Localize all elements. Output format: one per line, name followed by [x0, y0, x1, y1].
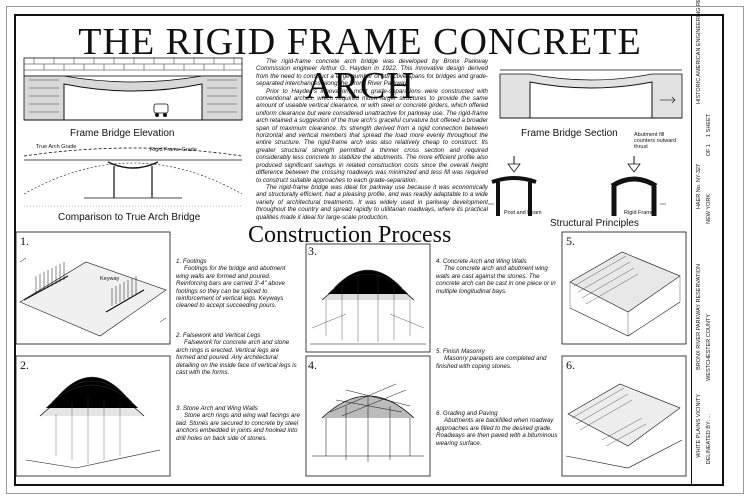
- step-6-drawing: [561, 355, 687, 477]
- step-3-text: 3. Stone Arch and Wing Walls Stone arch …: [176, 405, 300, 442]
- sidebar-location: WHITE PLAINS VICINITY: [696, 394, 702, 458]
- caption-elevation: Frame Bridge Elevation: [70, 128, 175, 139]
- intro-paragraph: Prior to Hayden's innovation, most grade…: [256, 87, 488, 184]
- step-4-text: 4. Concrete Arch and Wing Walls The conc…: [436, 258, 558, 295]
- sidebar-sheet-label: SHEET: [706, 114, 712, 133]
- sidebar-county: WESTCHESTER COUNTY: [706, 314, 712, 381]
- step-6-heading: 6. Grading and Paving: [436, 410, 498, 417]
- title-block: HISTORIC AMERICAN ENGINEERING RECORD SHE…: [691, 0, 725, 486]
- step-6-number: 6.: [566, 358, 575, 372]
- label-rigid-frame-grade: Rigid Frame Grade: [150, 147, 197, 153]
- step-4-number: 4.: [308, 358, 317, 372]
- principles-drawing: [488, 156, 666, 216]
- comparison-drawing: [23, 147, 243, 207]
- step-3-drawing: [305, 243, 431, 353]
- label-keyway: Keyway: [100, 276, 120, 282]
- step-3-body: Stone arch rings and wing wall facings a…: [176, 412, 300, 442]
- label-rigid-frame: Rigid Frame: [624, 210, 654, 216]
- step-4-body: The concrete arch and abutment wing wall…: [436, 265, 556, 295]
- step-6-body: Abutments are backfilled when roadway ap…: [436, 417, 558, 447]
- step-2-number: 2.: [20, 358, 29, 372]
- drawing-frame: [14, 14, 724, 486]
- page-title: THE RIGID FRAME CONCRETE ARCH: [78, 21, 642, 107]
- step-2-body: Falsework for concrete arch and stone ar…: [176, 339, 297, 377]
- caption-principles: Structural Principles: [550, 218, 639, 229]
- step-5-number: 5.: [566, 234, 575, 248]
- sidebar-credit: DELINEATED BY: ...: [706, 414, 712, 465]
- intro-paragraph: The rigid-frame concrete arch bridge was…: [256, 58, 488, 88]
- section-drawing: [499, 69, 683, 119]
- step-1-text: 1. Footings Footings for the bridge and …: [176, 258, 296, 310]
- step-3-heading: 3. Stone Arch and Wing Walls: [176, 405, 258, 412]
- step-1-heading: 1. Footings: [176, 258, 207, 265]
- step-6-text: 6. Grading and Paving Abutments are back…: [436, 410, 558, 447]
- step-2-drawing: [15, 355, 171, 477]
- step-1-drawing: [15, 231, 171, 345]
- intro-paragraph: The rigid-frame bridge was ideal for par…: [256, 183, 488, 221]
- intro-text: The rigid-frame concrete arch bridge was…: [256, 58, 488, 221]
- step-5-text: 5. Finish Masonry Masonry parapets are c…: [436, 348, 558, 370]
- step-4-drawing: [305, 355, 431, 477]
- sidebar-sheet-number: 1: [706, 134, 712, 138]
- sidebar-sheet-of: OF 1: [706, 144, 712, 157]
- sidebar-office: HISTORIC AMERICAN ENGINEERING RECORD: [696, 0, 702, 104]
- sidebar-hist-number: HAER No. NY-327: [696, 164, 702, 210]
- sidebar-state: NEW YORK: [706, 194, 712, 224]
- step-2-heading: 2. Falsework and Vertical Legs: [176, 332, 261, 339]
- label-post-and-beam: Post and Beam: [504, 210, 542, 216]
- step-5-body: Masonry parapets are completed and finis…: [436, 355, 547, 370]
- caption-section: Frame Bridge Section: [521, 128, 618, 139]
- step-5-heading: 5. Finish Masonry: [436, 348, 485, 355]
- step-2-text: 2. Falsework and Vertical Legs Falsework…: [176, 332, 300, 376]
- sidebar-project: BRONX RIVER PARKWAY RESERVATION: [696, 264, 702, 370]
- elevation-drawing: [23, 57, 243, 121]
- step-1-body: Footings for the bridge and abutment win…: [176, 265, 286, 310]
- label-abutment-fill: Abutment fill counters outward thrust: [634, 132, 677, 150]
- sheet-border: [6, 6, 744, 494]
- step-4-heading: 4. Concrete Arch and Wing Walls: [436, 258, 527, 265]
- caption-comparison: Comparison to True Arch Bridge: [58, 212, 201, 223]
- step-3-number: 3.: [308, 244, 317, 258]
- step-1-number: 1.: [20, 234, 29, 248]
- label-true-arch-grade: True Arch Grade: [36, 144, 77, 150]
- step-5-drawing: [561, 231, 687, 345]
